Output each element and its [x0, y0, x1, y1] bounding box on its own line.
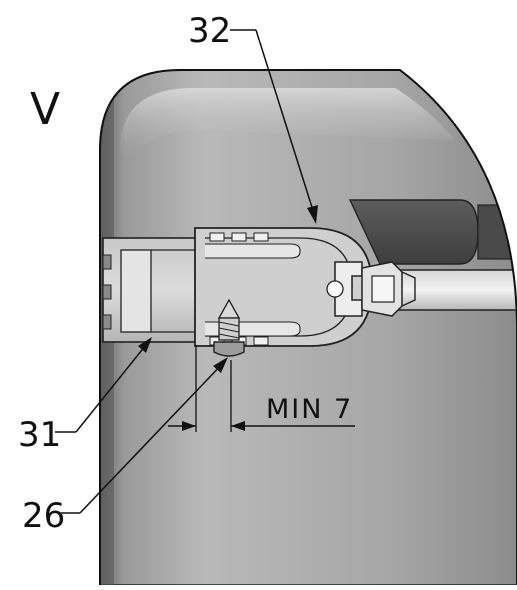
- callout-32: 32: [188, 11, 318, 224]
- profile-32: [194, 227, 373, 347]
- callout-32-label: 32: [188, 11, 231, 51]
- screw-26: [213, 298, 245, 357]
- clip-connector: [326, 261, 416, 317]
- callout-31-label: 31: [18, 415, 61, 455]
- callout-26-label: 26: [22, 496, 65, 536]
- callout-26: 26: [22, 357, 228, 536]
- callout-31: 31: [18, 337, 152, 455]
- dimension-min-7: MIN 7: [168, 345, 355, 432]
- view-label: V: [30, 84, 60, 135]
- dimension-label: MIN 7: [266, 394, 353, 425]
